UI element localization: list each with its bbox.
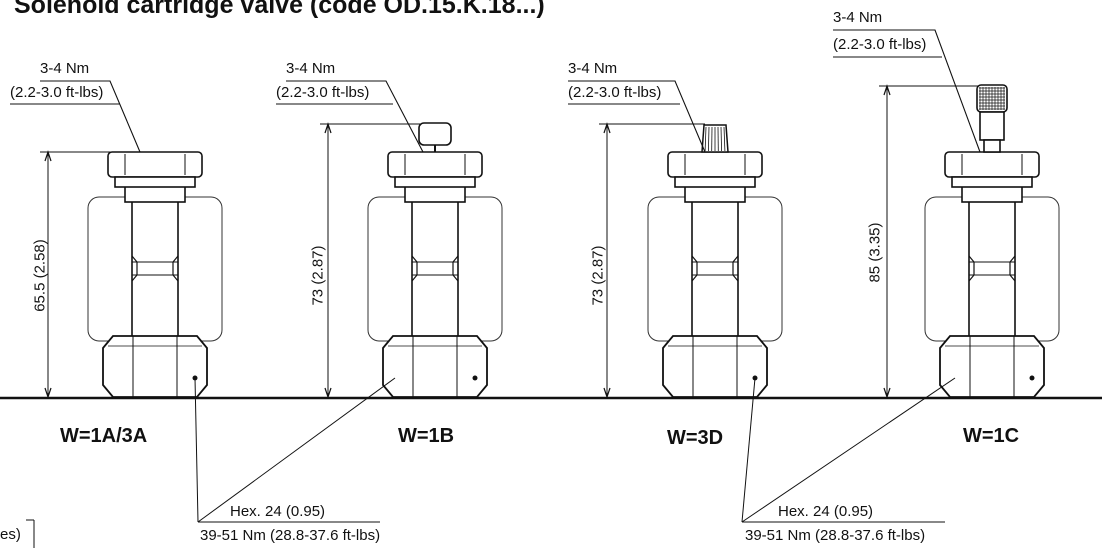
neck-2b	[452, 255, 459, 263]
page-title: Solenoid cartridge valve (code OD.15.K.1…	[14, 0, 545, 19]
height-arrow-bottom-2	[324, 387, 332, 399]
upper-collar-4	[961, 185, 1023, 203]
neck-2e	[411, 274, 418, 282]
hex-nut-2	[382, 335, 488, 398]
hex-leader-right-1	[741, 377, 756, 523]
valve-code-1: W=1A/3A	[60, 425, 148, 447]
neck-4a	[968, 255, 975, 263]
height-label-4: 85 (3.35)	[866, 222, 884, 283]
hex-size-left: Hex. 24 (0.95)	[230, 503, 326, 520]
neck-3b	[732, 255, 739, 263]
stem-1	[131, 199, 179, 341]
manual-button-2	[418, 122, 452, 146]
extension-neck-4	[983, 139, 1001, 153]
neck-3a	[691, 255, 698, 263]
neck-4b	[1009, 255, 1016, 263]
upper-collar-1	[124, 185, 186, 203]
knob-rib-3	[704, 126, 707, 152]
torque-top-ftlbs-1: (2.2-3.0 ft-lbs)	[10, 84, 104, 101]
hex-leader-right-2	[741, 377, 956, 523]
stem-3	[691, 199, 739, 341]
torque-top-nm-4: 3-4 Nm	[833, 9, 883, 26]
stem-4	[968, 199, 1016, 341]
neck-3e	[691, 274, 698, 282]
height-label-3: 73 (2.87)	[589, 245, 607, 306]
cut-off-label: es)	[0, 526, 21, 543]
leader-top-4	[833, 29, 981, 153]
neck-1f	[172, 274, 179, 282]
torque-top-nm-3: 3-4 Nm	[568, 60, 618, 77]
neck-1a	[131, 255, 138, 263]
top-nut-1	[107, 151, 203, 178]
neck-1b	[172, 255, 179, 263]
torque-top-nm-1: 3-4 Nm	[40, 60, 90, 77]
hex-leader-left-2	[197, 377, 396, 523]
hex-leader-left-1	[194, 377, 199, 523]
hex-torque-right: 39-51 Nm (28.8-37.6 ft-lbs)	[745, 527, 926, 544]
top-nut-3	[667, 151, 763, 178]
neck-1e	[131, 274, 138, 282]
valve-code-4: W=1C	[963, 425, 1020, 447]
torque-top-ftlbs-3: (2.2-3.0 ft-lbs)	[568, 84, 662, 101]
neck-4e	[968, 274, 975, 282]
hex-nut-3	[662, 335, 768, 398]
knob-rib-3	[708, 126, 710, 152]
height-label-2: 73 (2.87)	[309, 245, 327, 306]
hex-dot-2	[472, 375, 478, 381]
top-nut-base-3	[674, 176, 756, 188]
upper-collar-3	[684, 185, 746, 203]
height-arrow-bottom-3	[603, 387, 611, 399]
valve-code-3: W=3D	[667, 427, 724, 449]
upper-collar-2	[404, 185, 466, 203]
valve-code-2: W=1B	[398, 425, 455, 447]
top-nut-2	[387, 151, 483, 178]
neck-3f	[732, 274, 739, 282]
torque-top-ftlbs-4: (2.2-3.0 ft-lbs)	[833, 36, 927, 53]
height-arrow-bottom-1	[44, 387, 52, 399]
top-nut-base-2	[394, 176, 476, 188]
hex-dot-4	[1029, 375, 1035, 381]
knob-rib-3	[720, 126, 722, 152]
neck-2a	[411, 255, 418, 263]
top-nut-base-4	[951, 176, 1033, 188]
height-label-1: 65.5 (2.58)	[31, 239, 49, 312]
torque-top-ftlbs-2: (2.2-3.0 ft-lbs)	[276, 84, 370, 101]
neck-2f	[452, 274, 459, 282]
stem-2	[411, 199, 459, 341]
leader-top-2	[286, 80, 424, 153]
knob-rib-3	[723, 126, 726, 152]
leader-top-3	[568, 80, 706, 153]
hex-size-right: Hex. 24 (0.95)	[778, 503, 874, 520]
hex-torque-left: 39-51 Nm (28.8-37.6 ft-lbs)	[200, 527, 381, 544]
top-nut-base-1	[114, 176, 196, 188]
hex-nut-4	[939, 335, 1045, 398]
hex-nut-1	[102, 335, 208, 398]
top-nut-4	[944, 151, 1040, 178]
torque-top-nm-2: 3-4 Nm	[286, 60, 336, 77]
leader-top-1	[40, 80, 141, 153]
height-arrow-bottom-4	[883, 387, 891, 399]
extension-sleeve-4	[979, 111, 1005, 141]
neck-4f	[1009, 274, 1016, 282]
